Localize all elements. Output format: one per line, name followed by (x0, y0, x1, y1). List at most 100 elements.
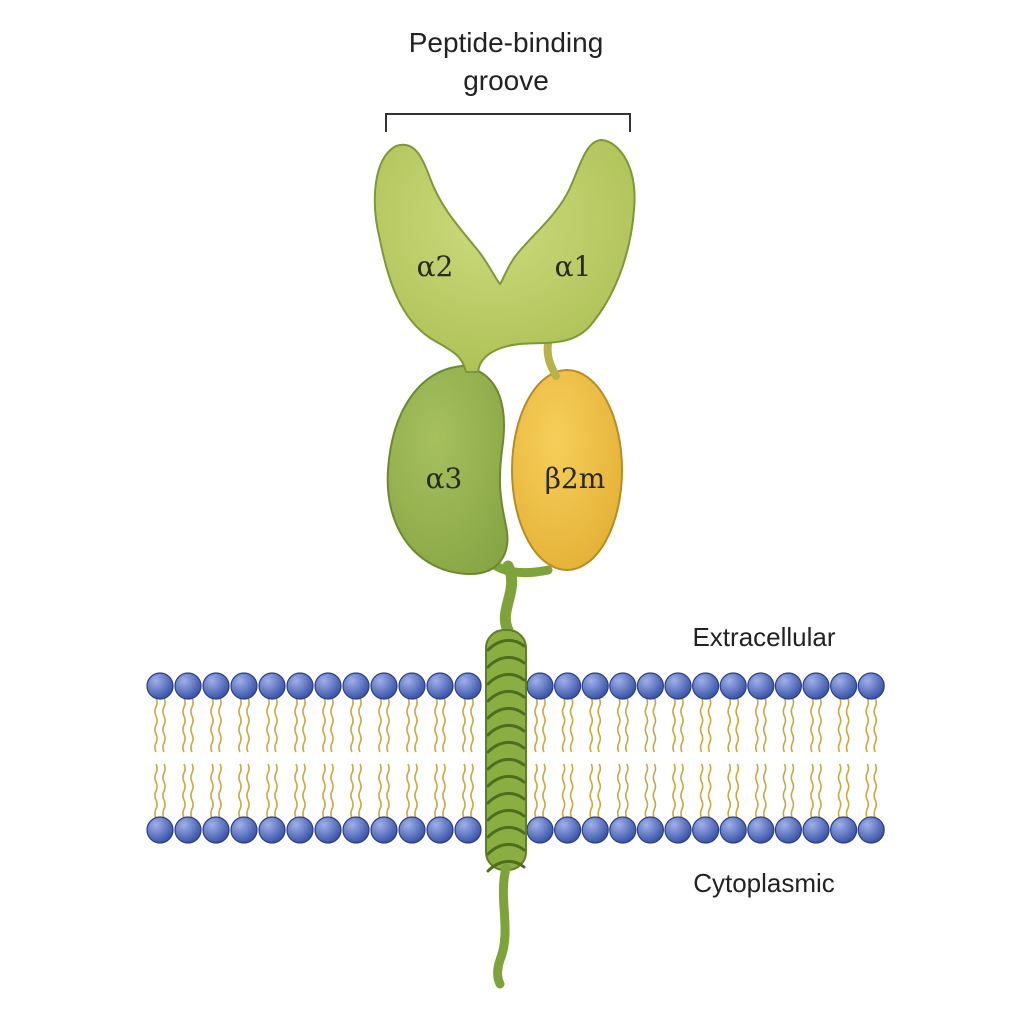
lipid-tail (294, 697, 298, 753)
lipid-tail (534, 763, 538, 819)
helix-turn (486, 673, 526, 686)
lipid-tail (434, 697, 438, 753)
lipid-tail (218, 763, 222, 819)
lipid-tail (470, 697, 474, 753)
lipid-tail (190, 763, 194, 819)
beta2m-linker (543, 340, 560, 380)
lipid-tail (266, 697, 270, 753)
lipid-head (609, 816, 637, 844)
lipid-tail (246, 697, 250, 753)
lipid-head (691, 672, 720, 700)
lipid-head (202, 672, 230, 700)
lipid-tail (238, 763, 242, 819)
lipid-head (553, 816, 582, 844)
lipid-tail (358, 697, 362, 753)
lipid-tail (707, 763, 712, 819)
lipid-tail (330, 697, 334, 753)
lipid-tail (542, 697, 546, 753)
lipid-head (774, 816, 803, 844)
lipid-tail (561, 697, 566, 753)
lipid-tail (414, 763, 418, 819)
lipid-tail (350, 763, 354, 819)
lipid-tail (294, 763, 298, 819)
lipid-tail (246, 763, 250, 819)
lipid-head (719, 672, 747, 700)
alpha3-domain (386, 364, 509, 576)
lipid-head (230, 672, 258, 700)
lipid-head (286, 816, 314, 844)
lipid-head (230, 816, 258, 844)
lipid-tail (624, 763, 629, 819)
lipid-head (398, 816, 426, 844)
lipid-tail (597, 697, 602, 753)
lipid-head (398, 672, 426, 700)
lipid-head (342, 672, 370, 700)
lipid-tail (414, 697, 418, 753)
lipid-head (526, 672, 554, 700)
lipid-head (747, 672, 775, 700)
lipid-tail (762, 697, 767, 753)
lipid-tail (865, 697, 870, 753)
lipid-tail (597, 763, 602, 819)
lipid-tail (652, 697, 657, 753)
beta2m-label: β2m (545, 462, 606, 495)
lipid-tail (624, 697, 629, 753)
lipid-tail (542, 763, 546, 819)
lipid-tail (680, 697, 684, 753)
groove-label-line2: groove (463, 65, 549, 96)
lipid-tail (569, 697, 574, 753)
alpha3-label: α3 (426, 462, 463, 495)
helix-turn (486, 724, 526, 737)
lipid-tail (790, 763, 795, 819)
lipid-head (636, 816, 665, 844)
lipid-tail (845, 697, 850, 753)
lipid-head (774, 672, 803, 700)
helix-turn (486, 792, 526, 805)
extracellular-label: Extracellular (692, 622, 835, 652)
lipid-tail (210, 763, 214, 819)
lipid-head (258, 672, 286, 700)
lipid-tail (154, 697, 158, 753)
lipid-tail (616, 697, 621, 753)
lipid-tail (865, 763, 870, 819)
lipid-tail (845, 763, 850, 819)
lipid-tail (782, 697, 787, 753)
alpha1-alpha2-domains (373, 138, 636, 373)
lipid-head (581, 816, 609, 844)
lipid-tail (699, 763, 704, 819)
lipid-tail (762, 763, 767, 819)
lipid-tail (569, 763, 574, 819)
lipid-head (747, 816, 775, 844)
lipid-tail (182, 697, 186, 753)
lipid-tail (154, 763, 158, 819)
lipid-head (802, 672, 830, 700)
lipid-tail (672, 763, 676, 819)
lipid-tail (561, 763, 566, 819)
alpha2-label: α2 (417, 250, 454, 283)
alpha1-label: α1 (555, 250, 592, 283)
lipid-tail (589, 697, 594, 753)
lipid-tail (434, 763, 438, 819)
lipid-tail (274, 763, 278, 819)
lipid-head (526, 816, 554, 844)
lipid-tail (837, 763, 842, 819)
lipid-tail (644, 697, 649, 753)
lipid-head (426, 816, 454, 844)
lipid-head (454, 816, 482, 844)
lipid-tail (462, 697, 466, 753)
lipid-tail (266, 763, 270, 819)
cytoplasmic-label: Cytoplasmic (693, 868, 835, 898)
lipid-head (370, 816, 398, 844)
lipid-tail (727, 697, 732, 753)
lipid-tail (238, 697, 242, 753)
lipid-tail (462, 763, 466, 819)
lipid-head (314, 816, 342, 844)
lipid-tail (873, 697, 878, 753)
lipid-head (719, 816, 747, 844)
helix-turn (486, 809, 526, 822)
lipid-tail (322, 763, 326, 819)
lipid-tail (818, 763, 822, 819)
lipid-tail (589, 763, 594, 819)
lipid-tail (873, 763, 878, 819)
